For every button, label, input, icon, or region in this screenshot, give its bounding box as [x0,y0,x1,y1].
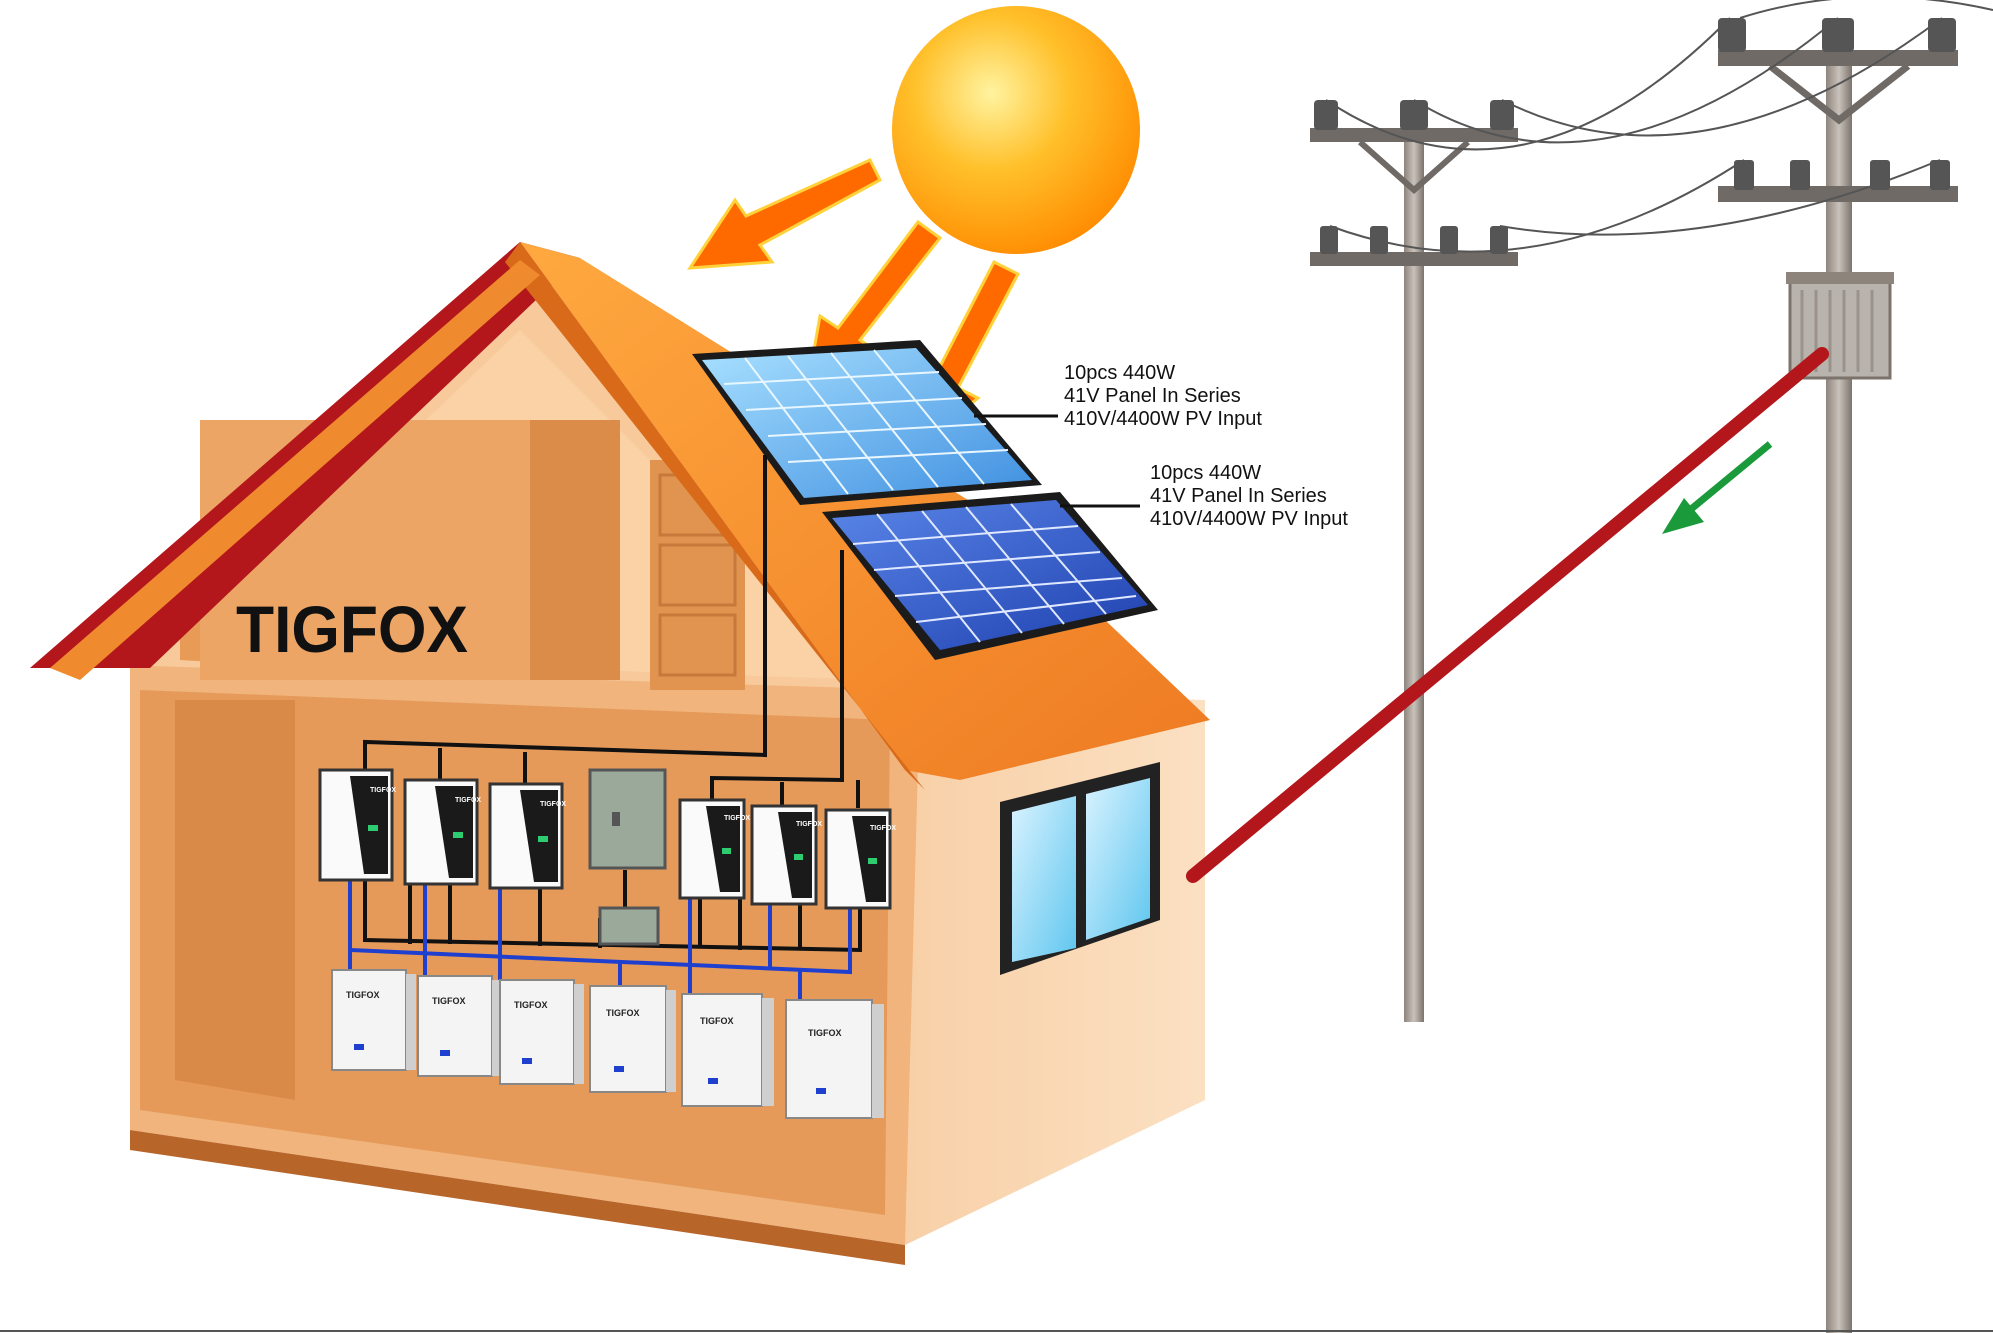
upper-panel-line2: 41V Panel In Series [1064,385,1241,407]
inverter-logo: TIGFOX [870,825,896,832]
upper-panel-line1: 10pcs 440W [1064,362,1175,384]
battery-logo: TIGFOX [700,1016,734,1026]
grid-flow-arrow [1662,441,1773,534]
utility-pole-left [1310,100,1518,1022]
battery-logo: TIGFOX [808,1028,842,1038]
upper-panel-line3: 410V/4400W PV Input [1064,408,1262,430]
inverter-logo: TIGFOX [455,797,481,804]
lower-panel-line2: 41V Panel In Series [1150,485,1327,507]
inverters: TIGFOX TIGFOX TIGFOX TIGFOX TIGFOX [318,768,896,910]
solar-panel-upper [692,340,1042,505]
utility-pole-right [1718,18,1958,1333]
battery-1: TIGFOX [331,969,416,1071]
window-icon [1000,762,1160,975]
inverter-3: TIGFOX [488,782,566,890]
inverter-6: TIGFOX [824,808,896,910]
inverter-4: TIGFOX [678,798,750,900]
inverter-logo: TIGFOX [796,821,822,828]
battery-4: TIGFOX [589,985,676,1093]
sun-icon [892,6,1140,254]
lower-panel-line1: 10pcs 440W [1150,462,1261,484]
batteries: TIGFOX TIGFOX TIGFOX TIGFOX TIGFOX [331,969,884,1119]
lower-panel-annotation: 10pcs 440W 41V Panel In Series 410V/4400… [1150,462,1348,530]
battery-logo: TIGFOX [432,996,466,1006]
distribution-box [588,768,667,870]
battery-5: TIGFOX [681,993,774,1107]
upper-panel-annotation: 10pcs 440W 41V Panel In Series 410V/4400… [1064,362,1262,430]
inverter-logo: TIGFOX [724,815,750,822]
house [30,242,1210,1265]
lower-panel-line3: 410V/4400W PV Input [1150,508,1348,530]
grid-connection-line [1186,347,1829,883]
inverter-logo: TIGFOX [370,787,396,794]
meter-box [598,906,660,946]
inverter-5: TIGFOX [750,804,822,906]
battery-2: TIGFOX [417,975,502,1077]
overhead-wires [1325,0,1993,253]
battery-6: TIGFOX [785,999,884,1119]
battery-wiring [348,880,852,1005]
battery-logo: TIGFOX [514,1000,548,1010]
battery-3: TIGFOX [499,979,584,1085]
solar-panel-lower [822,492,1158,660]
inverter-2: TIGFOX [403,778,481,886]
transformer-icon [1786,272,1894,380]
battery-logo: TIGFOX [346,990,380,1000]
wall-logo: TIGFOX [236,592,468,666]
battery-logo: TIGFOX [606,1008,640,1018]
inverter-1: TIGFOX [318,768,396,882]
inverter-logo: TIGFOX [540,801,566,808]
